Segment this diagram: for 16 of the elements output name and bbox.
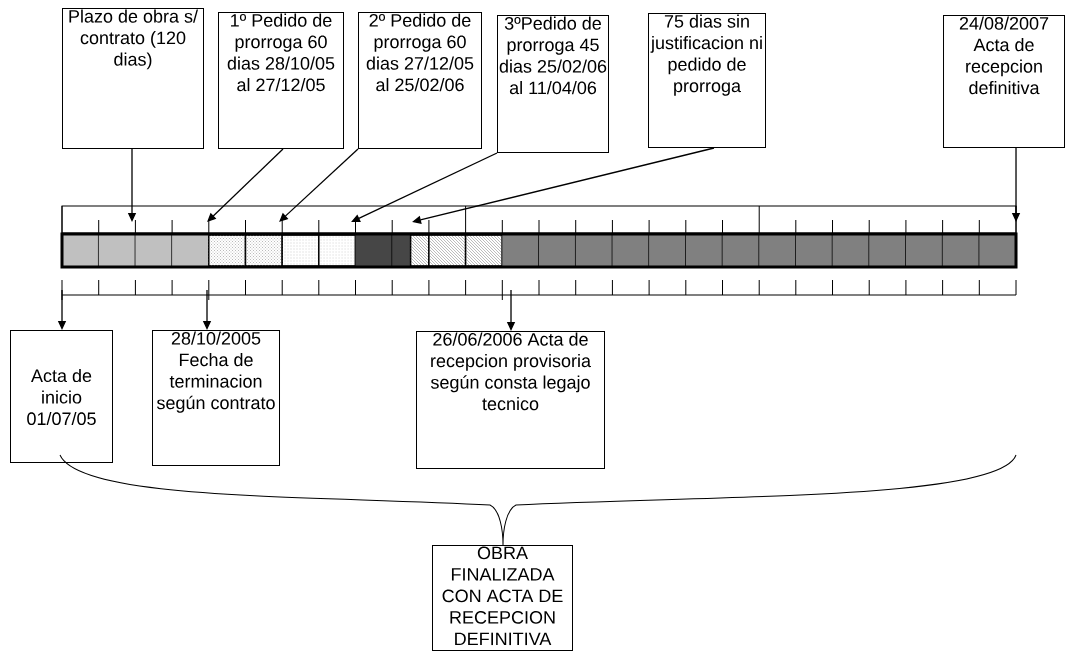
text-box: 26/06/2006 Acta de recepcion provisoria según consta legajo tecnico: [416, 331, 605, 469]
text-box: 75 dias sin justificacion ni pedido de prorroga: [648, 13, 766, 148]
bar-segment: [281, 234, 320, 267]
bar-segment: [318, 234, 357, 267]
arrow: [351, 152, 498, 222]
text-box: 3ºPedido de prorroga 45 dias 25/02/06 al 11/04/06: [497, 15, 609, 153]
arrow: [207, 148, 284, 222]
arrow: [412, 147, 715, 224]
text-box: OBRA FINALIZADA CON ACTA DE RECEPCION DEFINITIVA: [432, 545, 573, 651]
text-box: 1º Pedido de prorroga 60 dias 28/10/05 al 27/12/05: [218, 12, 344, 149]
text-box: Plazo de obra s/ contrato (120 dias): [62, 8, 204, 149]
text-box: 2º Pedido de prorroga 60 dias 27/12/05 al 25/02/06: [358, 12, 482, 149]
text-box: 28/10/2005 Fecha de terminacion según contrato: [152, 330, 280, 466]
text-box: 24/08/2007 Acta de recepcion definitiva: [943, 15, 1065, 148]
text-box: Acta de inicio 01/07/05: [10, 330, 113, 463]
arrow: [279, 148, 359, 222]
